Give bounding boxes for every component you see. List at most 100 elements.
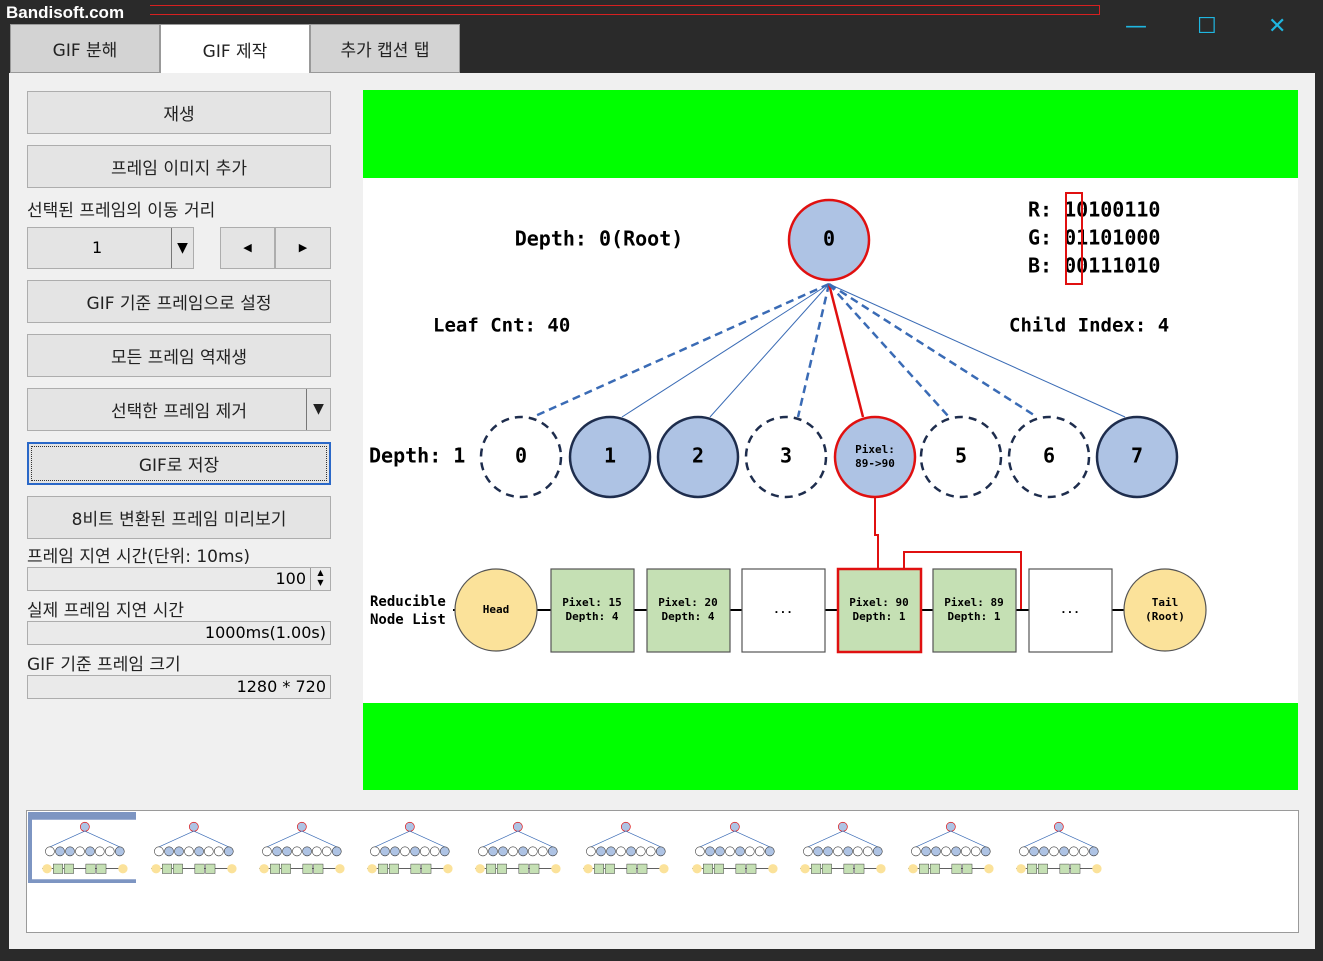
child-label-4: 89->90 <box>855 457 895 470</box>
chevron-down-icon[interactable]: ▼ <box>171 228 193 268</box>
frame-thumbnail-8[interactable] <box>790 816 896 883</box>
delay-label: 프레임 지연 시간(단위: 10ms) <box>27 547 251 567</box>
prev-frame-button[interactable]: ◀ <box>220 227 275 269</box>
real-delay-label: 실제 프레임 지연 시간 <box>27 601 184 621</box>
size-value: 1280 * 720 <box>27 675 331 699</box>
rgb-row-2: B: 00111010 <box>1028 254 1160 278</box>
child-label-1: 1 <box>604 444 616 468</box>
frame-thumbnail-7[interactable] <box>682 816 788 883</box>
play-button[interactable]: 재생 <box>27 91 331 134</box>
move-label: 선택된 프레임의 이동 거리 <box>27 201 216 221</box>
list-label-1: Pixel: 15 <box>562 596 622 609</box>
tab-caption[interactable]: 추가 캡션 탭 <box>310 24 460 73</box>
edge-1 <box>621 283 830 418</box>
edge-0 <box>532 282 830 419</box>
root-label: 0 <box>823 227 835 251</box>
delay-stepper[interactable]: 100 ▲▼ <box>27 567 331 591</box>
real-delay-value: 1000ms(1.00s) <box>27 621 331 645</box>
minimize-icon[interactable]: — <box>1125 14 1147 39</box>
remove-frame-button[interactable]: 선택한 프레임 제거 ▼ <box>27 388 331 431</box>
child-label-3: 3 <box>780 444 792 468</box>
edge-2 <box>709 283 830 418</box>
root-node <box>787 198 871 282</box>
list-label-2: Depth: 4 <box>662 610 715 623</box>
frame-thumbnail-5[interactable] <box>465 816 571 883</box>
list-label-5: Pixel: 89 <box>944 596 1004 609</box>
depth1-label: Depth: 1 <box>369 444 465 468</box>
save-gif-button[interactable]: GIF로 저장 <box>27 442 331 485</box>
link-next <box>903 551 1022 610</box>
chevron-down-icon[interactable]: ▼ <box>306 389 330 430</box>
list-node-0 <box>454 568 538 652</box>
child-node-0 <box>479 415 563 499</box>
reverse-button[interactable]: 모든 프레임 역재생 <box>27 334 331 377</box>
list-label-7: (Root) <box>1145 610 1185 623</box>
list-node-5 <box>932 568 1017 653</box>
edge-6 <box>828 282 1038 419</box>
list-label-5: Depth: 1 <box>948 610 1001 623</box>
move-select[interactable]: 1 ▼ <box>27 227 194 269</box>
child-node-1 <box>568 415 652 499</box>
depth0-label: Depth: 0(Root) <box>515 227 684 251</box>
list-node-4 <box>836 567 923 654</box>
frame-thumbnail-6[interactable] <box>573 816 679 883</box>
tab-gif-split[interactable]: GIF 분해 <box>10 24 160 73</box>
frame-thumbnail-1[interactable] <box>32 816 138 883</box>
main-panel: 재생 프레임 이미지 추가 선택된 프레임의 이동 거리 1 ▼ ◀ ▶ GIF… <box>9 73 1315 949</box>
child-node-5 <box>919 415 1003 499</box>
child-index: Child Index: 4 <box>1009 315 1169 337</box>
list-label-4: Depth: 1 <box>853 610 906 623</box>
child-node-3 <box>744 415 828 499</box>
frame-thumbnail-10[interactable] <box>1006 816 1112 883</box>
set-base-button[interactable]: GIF 기준 프레임으로 설정 <box>27 280 331 323</box>
frame-thumbnail-3[interactable] <box>249 816 355 883</box>
rgb-row-1: G: 01101000 <box>1028 226 1160 250</box>
list-label-0: Head <box>483 603 510 616</box>
list-node-3 <box>741 568 826 653</box>
edge-4 <box>827 283 865 418</box>
frame-thumbnail-2[interactable] <box>141 816 247 883</box>
watermark: Bandisoft.com <box>6 3 125 22</box>
child-node-7 <box>1095 415 1179 499</box>
add-frame-button[interactable]: 프레임 이미지 추가 <box>27 145 331 188</box>
tab-gif-make[interactable]: GIF 제작 <box>160 24 310 73</box>
rnl-label-1: Reducible <box>370 594 446 610</box>
list-node-7 <box>1123 568 1207 652</box>
next-frame-button[interactable]: ▶ <box>275 227 331 269</box>
frame-thumbnail-4[interactable] <box>357 816 463 883</box>
maximize-icon[interactable]: ☐ <box>1197 14 1217 39</box>
list-label-2: Pixel: 20 <box>658 596 718 609</box>
list-label-4: Pixel: 90 <box>849 596 909 609</box>
list-label-3: ... <box>773 603 793 616</box>
close-icon[interactable]: ✕ <box>1268 14 1287 39</box>
link-to-list <box>874 497 879 568</box>
child-node-6 <box>1007 415 1091 499</box>
edge-3 <box>796 283 831 418</box>
frame-thumbnail-9[interactable] <box>898 816 1004 883</box>
stepper-arrows-icon[interactable]: ▲▼ <box>310 568 330 590</box>
child-label-7: 7 <box>1131 444 1143 468</box>
list-node-6 <box>1028 568 1113 653</box>
list-node-2 <box>646 568 731 653</box>
child-node-2 <box>656 415 740 499</box>
frame-strip[interactable] <box>26 810 1299 933</box>
list-label-7: Tail <box>1152 596 1179 609</box>
child-label-4: Pixel: <box>855 443 895 456</box>
edge-7 <box>828 283 1126 418</box>
size-label: GIF 기준 프레임 크기 <box>27 655 181 675</box>
child-label-6: 6 <box>1043 444 1055 468</box>
list-label-1: Depth: 4 <box>566 610 619 623</box>
edge-5 <box>828 283 950 418</box>
child-label-2: 2 <box>692 444 704 468</box>
child-label-5: 5 <box>955 444 967 468</box>
rnl-label-2: Node List <box>370 612 446 628</box>
leaf-count: Leaf Cnt: 40 <box>433 315 570 337</box>
recording-region <box>150 5 1100 15</box>
preview-button[interactable]: 8비트 변환된 프레임 미리보기 <box>27 496 331 539</box>
list-label-6: ... <box>1060 603 1080 616</box>
list-node-1 <box>550 568 635 653</box>
child-label-0: 0 <box>515 444 527 468</box>
